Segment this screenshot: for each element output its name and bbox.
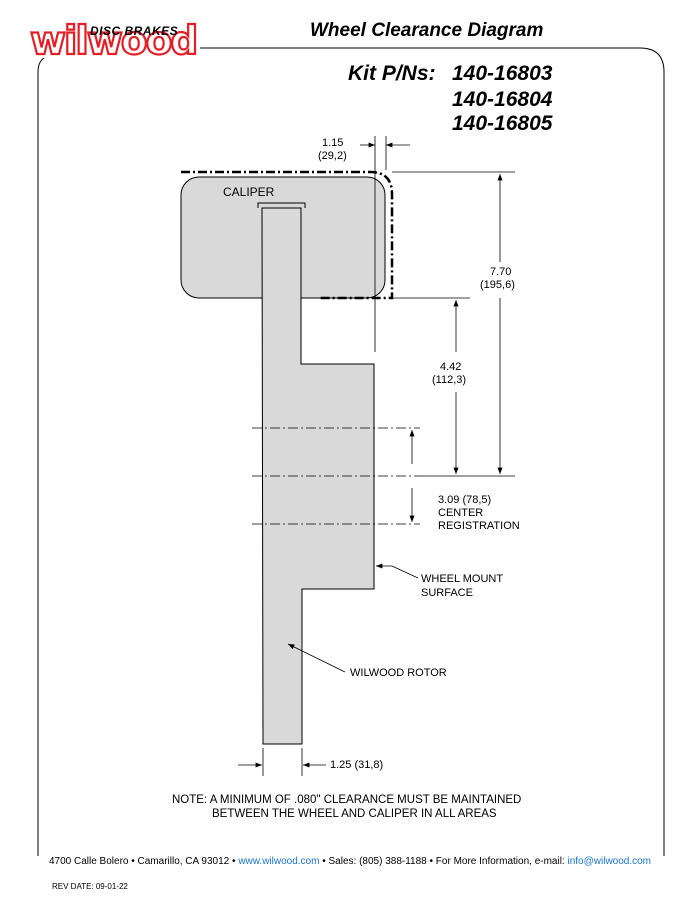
wheel-mount-label-2: SURFACE: [421, 587, 473, 599]
page-title: Wheel Clearance Diagram: [310, 20, 544, 41]
footer-email-link[interactable]: info@wilwood.com: [567, 856, 652, 867]
footer-sales: • Sales: (805) 388-1188 • For More Infor…: [322, 856, 565, 867]
dim-height-total: 7.70: [490, 266, 512, 278]
kit-number-2: 140-16804: [452, 88, 553, 111]
dim-offset-top: 1.15: [322, 137, 344, 149]
wheel-mount-label-1: WHEEL MOUNT: [421, 573, 504, 585]
kit-number-3: 140-16805: [452, 112, 553, 135]
caliper-label: CALIPER: [223, 185, 275, 199]
rotor-label: WILWOOD ROTOR: [350, 667, 447, 679]
dim-rotor-width: 1.25 (31,8): [330, 759, 384, 771]
dim-height-total-mm: (195,6): [480, 279, 515, 291]
footer-website-link[interactable]: www.wilwood.com: [238, 856, 320, 867]
rotor-body: [261, 207, 375, 745]
footer-address: 4700 Calle Bolero • Camarillo, CA 93012 …: [48, 856, 236, 867]
kit-label: Kit P/Ns:: [348, 62, 436, 85]
dim-height-mount-mm: (112,3): [432, 374, 467, 386]
wilwood-logo: wilwood: [29, 19, 200, 64]
rev-date: REV DATE: 09-01-22: [52, 882, 128, 891]
clearance-envelope: [181, 170, 394, 300]
clearance-note-2: BETWEEN THE WHEEL AND CALIPER IN ALL ARE…: [212, 808, 497, 820]
center-registration-label-1: CENTER: [438, 507, 484, 519]
kit-number-1: 140-16803: [452, 62, 553, 85]
logo-tagline: DISC BRAKES: [90, 24, 179, 38]
clearance-note-1: NOTE: A MINIMUM OF .080" CLEARANCE MUST …: [172, 794, 522, 806]
center-registration-label-2: REGISTRATION: [438, 520, 520, 532]
dim-center-registration: 3.09 (78,5): [438, 494, 492, 506]
dim-height-mount: 4.42: [440, 361, 462, 373]
dim-offset-top-mm: (29,2): [318, 150, 347, 162]
rotor-hat-notch: [257, 202, 306, 208]
page-frame: [200, 47, 665, 856]
footer: 4700 Calle Bolero • Camarillo, CA 93012 …: [0, 856, 700, 867]
page-frame-left: [37, 57, 45, 856]
